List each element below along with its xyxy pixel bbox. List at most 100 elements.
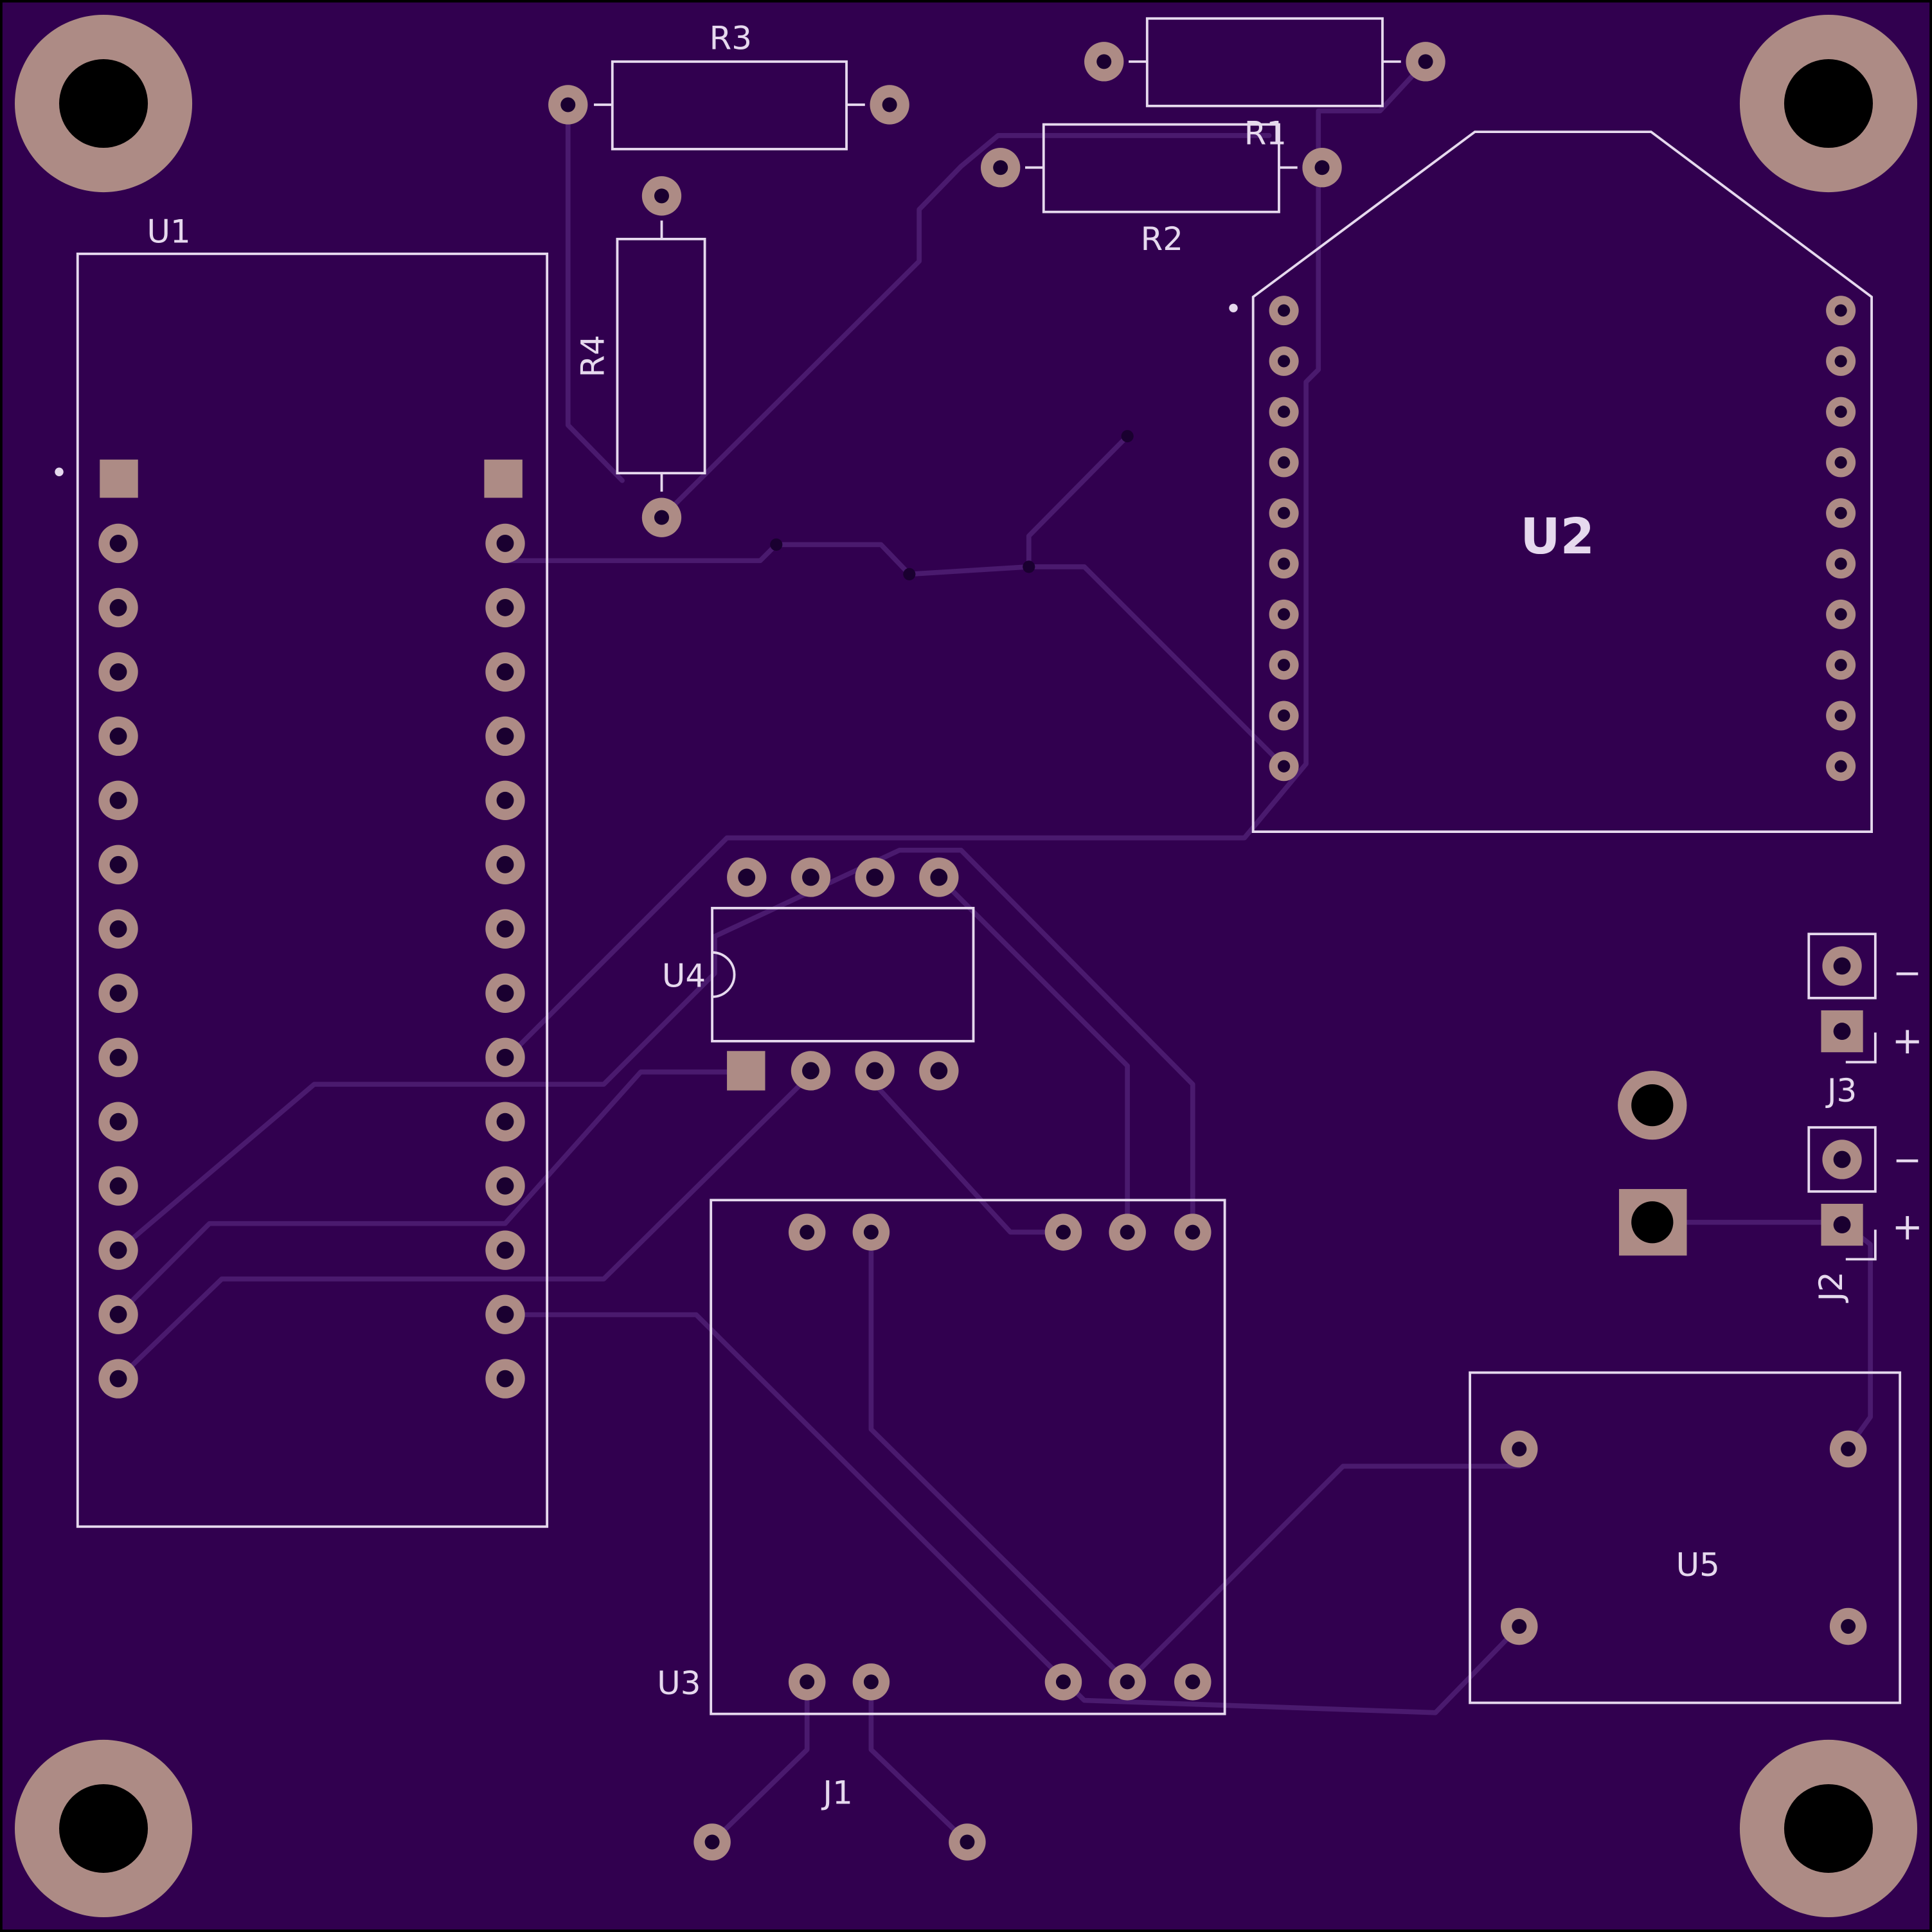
u3-pin-drill [1185,1674,1201,1690]
trace-u1-u4-a [116,847,1195,1253]
u1-pin-drill [109,984,127,1002]
u1-pin-drill [109,535,127,552]
u2-pin-drill [1834,659,1847,672]
resistor-drill [882,97,897,112]
mounting-holes [15,15,1917,1917]
u2-pin-drill [1834,456,1847,469]
u1-pin-drill [109,1370,127,1388]
label-u1: U1 [147,213,191,251]
u2-pin-drill [1834,304,1847,317]
dc-jack-hole [1631,1084,1674,1127]
u1-pin-drill [496,1370,514,1388]
u1-pin-drill [109,1113,127,1131]
u3-pin-drill [863,1674,879,1690]
trace-u3-u5 [1125,1463,1522,1685]
u1-pin-drill [109,727,127,745]
u5-pin-drill [1512,1441,1527,1457]
u5-outline [1469,1371,1902,1704]
via [1023,560,1035,573]
label-u4: U4 [662,958,706,995]
j3-box [1807,933,1877,999]
u1-pin-drill [496,1241,514,1259]
j3-minus-drill [1833,957,1851,975]
j3-corner [1845,1032,1877,1064]
u1-pin-drill [109,855,127,873]
u3-pin-drill [1055,1224,1071,1240]
trace-via-up [1026,433,1130,569]
u1-pin-drill [496,791,514,809]
u3-pin-drill [800,1674,815,1690]
label-j1: J1 [821,1775,852,1812]
trace-u1-u4-b [116,1069,748,1318]
u1-pin-drill [109,598,127,616]
u2-pin-drill [1278,406,1291,418]
u2-pin-drill [1278,304,1291,317]
resistor-drill [1418,54,1433,69]
u5-pin-drill [1841,1441,1856,1457]
j2-box [1807,1126,1877,1193]
u1-pin-drill [109,1048,127,1066]
resistor-drill [654,188,669,204]
label-u5: U5 [1676,1546,1720,1584]
label-j2-plus: + [1892,1206,1923,1249]
silkscreen-labels: U1 R3 R1 R2 R4 U2 U4 U3 U5 J1 J3 J2 − + … [147,20,1923,1812]
mount-hole-bottom-left [59,1784,148,1873]
u1-pad-square [100,460,138,498]
u1-pin-drill [496,727,514,745]
silkscreen-outlines [76,17,1902,1715]
u5-pin-drill [1512,1619,1527,1634]
mount-hole-top-left [59,59,148,148]
u3-pin-drill [1055,1674,1071,1690]
u2-pin1-marker [1229,303,1238,312]
u2-pin-drill [1278,506,1291,519]
resistor-drill [560,97,576,112]
mount-hole-top-right [1784,59,1873,148]
u2-pin-drill [1834,709,1847,722]
u3-pin-drill [863,1224,879,1240]
u3-pin-drill [1185,1224,1201,1240]
u1-pin-drill [496,535,514,552]
u4-pin-drill [866,868,884,886]
u1-pin-drill [496,1177,514,1195]
u2-outline [1251,130,1873,833]
j2-plus-drill [1833,1216,1851,1234]
label-j2: J2 [1812,1271,1850,1303]
label-u2: U2 [1520,508,1595,566]
resistor-drill [1096,54,1112,69]
u2-pin-drill [1278,355,1291,368]
u1-pin-drill [496,1113,514,1131]
resistor-drill [654,510,669,525]
trace-r3-r4 [565,102,625,483]
trace-u3-j1-b [868,1679,970,1845]
label-r3: R3 [710,20,752,57]
u3-outline [710,1199,1226,1715]
u4-pin-drill [930,868,948,886]
trace-j2-u5 [1649,1219,1873,1451]
copper-traces [116,59,1873,1845]
u2-pin-drill [1834,506,1847,519]
u1-pin-drill [109,1177,127,1195]
label-j3-plus: + [1892,1019,1923,1062]
u2-pin-drill [1278,557,1291,570]
trace-u3-internal [868,1230,1130,1685]
u2-pin-drill [1278,709,1291,722]
u3-pin-drill [1120,1674,1135,1690]
u4-pin-drill [866,1062,884,1080]
via [903,568,916,580]
label-u3: U3 [657,1665,701,1702]
pads [98,42,1867,1861]
u1-pin-drill [496,1048,514,1066]
u4-pad-square [727,1051,765,1091]
resistor-drill [993,160,1008,175]
dc-jack-hole [1631,1201,1674,1244]
u4-outline [711,906,975,1042]
u1-outline [76,253,549,1528]
u2-pin-drill [1834,355,1847,368]
u1-pin-drill [496,598,514,616]
u1-pin-drill [109,791,127,809]
u1-pin-drill [109,663,127,681]
u1-pin-drill [496,1305,514,1323]
u1-pin-drill [109,1305,127,1323]
u4-pin-drill [802,1062,819,1080]
